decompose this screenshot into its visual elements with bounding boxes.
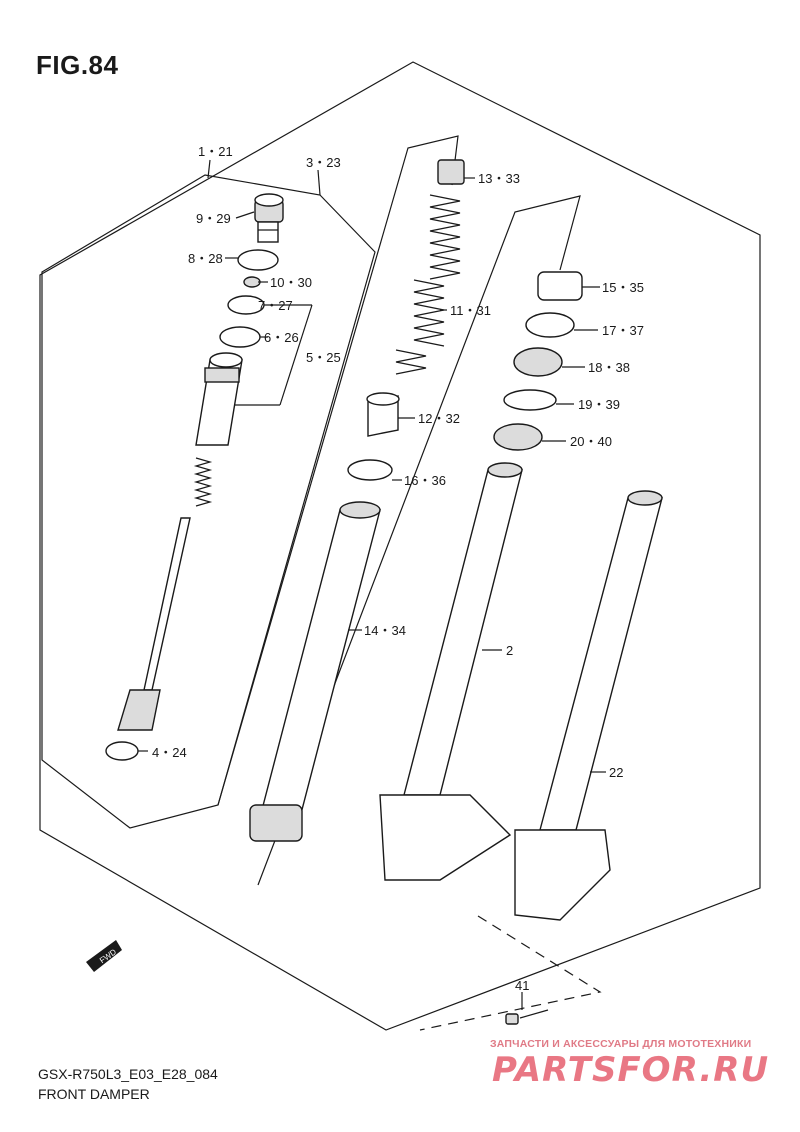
bolt-dash-line (419, 915, 602, 1031)
callout-label: 16・36 (404, 473, 446, 488)
washer-part (219, 326, 261, 348)
model-code: GSX-R750L3_E03_E28_084 (38, 1066, 218, 1082)
seal-clip-part (503, 389, 557, 411)
collar-part (366, 392, 400, 437)
callout-label: 9・29 (196, 211, 231, 226)
figure-title: FIG.84 (36, 50, 119, 80)
leader-lines (138, 159, 606, 1010)
o-ring-part (237, 249, 279, 271)
callout-label: 6・26 (264, 330, 299, 345)
watermark-logo: PARTSFOR.RU (492, 1050, 770, 1090)
callout-label: 3・23 (306, 155, 341, 170)
stopper-ring-part (525, 312, 575, 338)
cartridge-tube-part (195, 352, 243, 446)
callout-label: 8・28 (188, 251, 223, 266)
oil-seal-part (513, 347, 563, 377)
spacer-cap-part (437, 159, 465, 185)
spring-group-frame (217, 135, 459, 806)
callout-label: 7・27 (258, 298, 293, 313)
watermark-tagline: ЗАПЧАСТИ И АКСЕССУАРЫ ДЛЯ МОТОТЕХНИКИ (490, 1038, 752, 1050)
callout-label: 12・32 (418, 411, 460, 426)
callout-label: 2 (506, 643, 513, 658)
figure-name: FRONT DAMPER (38, 1086, 150, 1102)
fork-group-frame (257, 195, 581, 886)
callout-label: 4・24 (152, 745, 187, 760)
outer-tube-part (249, 501, 381, 842)
small-spring-part (193, 457, 213, 507)
guide-bushing-part (493, 423, 543, 451)
bottom-ring-part (105, 741, 139, 761)
callout-label: 20・40 (570, 434, 612, 449)
assembly-frame (39, 61, 761, 1031)
cap-bolt-part (254, 193, 284, 243)
callout-label: 13・33 (478, 171, 520, 186)
dust-seal-part (537, 271, 583, 301)
callout-label: 15・35 (602, 280, 644, 295)
callout-label: 1・21 (198, 144, 233, 159)
cartridge-frame (41, 174, 376, 829)
callout-label: 41 (515, 978, 529, 993)
callout-label: 14・34 (364, 623, 406, 638)
bushing-part (347, 459, 393, 481)
fork-spring-part (395, 194, 461, 375)
callout-label: 19・39 (578, 397, 620, 412)
nut-part (243, 276, 261, 288)
inner-tube-left-part (379, 462, 523, 881)
axle-bolt-part (505, 1009, 549, 1025)
callout-label: 10・30 (270, 275, 312, 290)
callout-label: 17・37 (602, 323, 644, 338)
callout-label: 11・31 (450, 303, 491, 318)
callout-label: 5・25 (306, 350, 341, 365)
callout-label: 18・38 (588, 360, 630, 375)
inner-tube-right-part (514, 490, 663, 921)
fwd-arrow-icon: FWD (86, 940, 122, 972)
damper-rod-part (117, 517, 191, 731)
callout-label: 22 (609, 765, 623, 780)
